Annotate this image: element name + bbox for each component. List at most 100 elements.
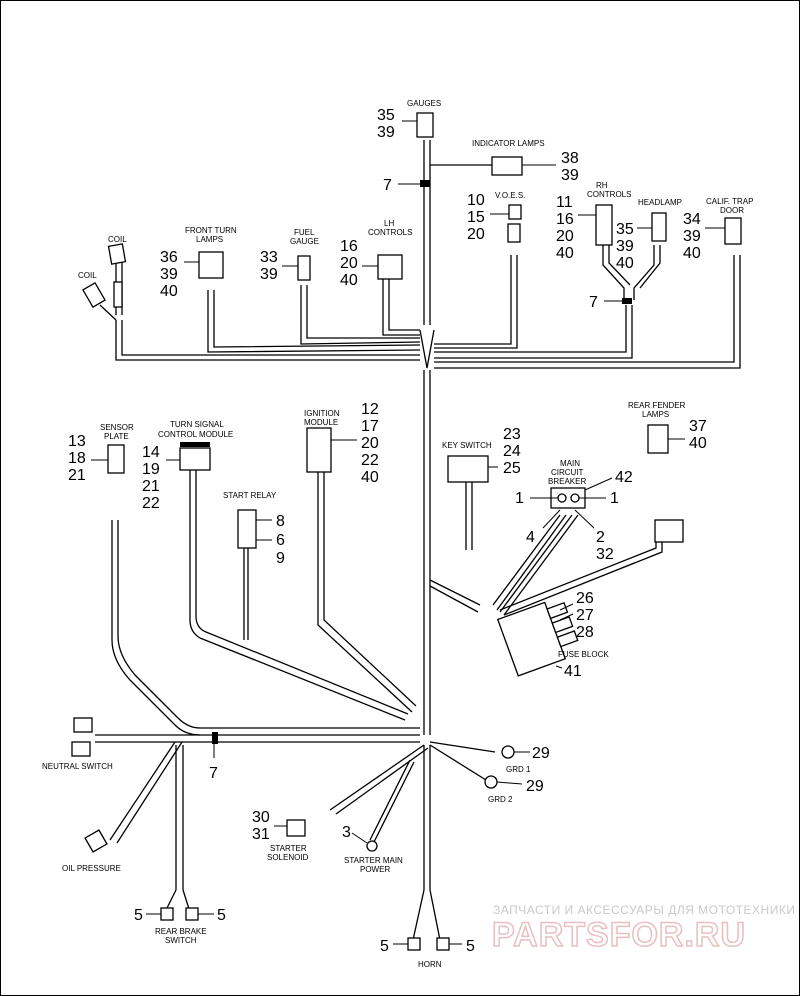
label-indicator-lamps: INDICATOR LAMPS (472, 139, 545, 148)
callout-relay-1: 8 (276, 513, 285, 530)
horn-right (436, 937, 450, 951)
label-headlamp: HEADLAMP (638, 198, 682, 207)
leader-lines (91, 120, 725, 945)
start-relay (237, 509, 257, 549)
starter-main-terminal (366, 840, 378, 852)
callout-clip-top: 7 (383, 177, 392, 194)
label-rear-fender-2: LAMPS (642, 410, 669, 419)
callout-ignition-5: 40 (361, 469, 379, 486)
label-turn-signal-1: TURN SIGNAL (170, 420, 224, 429)
callout-clip-rh: 7 (589, 294, 598, 311)
label-grd2: GRD 2 (488, 795, 513, 804)
callout-fuse-1: 26 (576, 590, 594, 607)
label-rh-controls-1: RH (596, 181, 608, 190)
callout-gauges-1: 35 (377, 107, 395, 124)
label-rh-controls-2: CONTROLS (587, 190, 631, 199)
labels: GAUGES INDICATOR LAMPS V.O.E.S. RH CONTR… (42, 99, 753, 969)
callout-front-turn-1: 36 (160, 249, 178, 266)
rear-fender-lamps-connector (647, 424, 669, 454)
callout-voes-3: 20 (467, 226, 485, 243)
label-front-turn-2: LAMPS (196, 235, 223, 244)
watermark-line1: ЗАПЧАСТИ И АКСЕССУАРЫ ДЛЯ МОТОТЕХНИКИ (493, 903, 795, 917)
callout-clip-mid: 7 (209, 765, 218, 782)
components (71, 112, 742, 951)
watermark-line2: PARTSFOR.RU (492, 916, 746, 954)
ignition-module (306, 427, 332, 473)
label-coil-top: COIL (108, 235, 127, 244)
callout-cb-4: 4 (526, 529, 535, 546)
wires (95, 140, 741, 941)
callout-voes-2: 15 (467, 209, 485, 226)
label-sensor-plate-1: SENSOR (100, 423, 134, 432)
rh-controls-connector (595, 204, 613, 246)
callout-fuse-3: 28 (576, 624, 594, 641)
label-main-cb-3: BREAKER (548, 477, 586, 486)
label-front-turn-1: FRONT TURN (185, 226, 237, 235)
callout-voes-1: 10 (467, 192, 485, 209)
neutral-switch (73, 717, 93, 733)
callout-turn-4: 22 (142, 495, 160, 512)
callout-headlamp-2: 39 (616, 238, 634, 255)
callout-ignition-3: 20 (361, 435, 379, 452)
callout-rear-fender-1: 37 (689, 418, 707, 435)
label-grd1: GRD 1 (506, 765, 531, 774)
callout-fuse-41: 41 (564, 663, 582, 680)
label-starter-main-2: POWER (360, 865, 390, 874)
fuse-block (496, 601, 579, 677)
callout-rh-1: 11 (556, 194, 573, 211)
label-start-relay: START RELAY (223, 491, 277, 500)
callout-cb-1-right: 1 (610, 490, 619, 507)
callout-calif-2: 39 (683, 228, 701, 245)
clip-rh (622, 298, 632, 304)
sensor-plate-connector (107, 444, 125, 474)
coil-connector-left (82, 281, 106, 309)
callout-lh-2: 20 (340, 255, 358, 272)
label-coil-left: COIL (78, 271, 97, 280)
label-voes: V.O.E.S. (495, 191, 525, 200)
callout-headlamp-3: 40 (616, 255, 634, 272)
callout-fuel-2: 39 (260, 266, 278, 283)
label-fuel-gauge-2: GAUGE (290, 237, 319, 246)
callout-key-1: 23 (503, 426, 521, 443)
callout-lh-1: 16 (340, 238, 358, 255)
lh-controls-connector (377, 254, 403, 280)
callout-fuel-1: 33 (260, 249, 278, 266)
label-turn-signal-2: CONTROL MODULE (158, 430, 233, 439)
callout-brake-left: 5 (134, 907, 143, 924)
callout-brake-right: 5 (217, 907, 226, 924)
watermark: ЗАПЧАСТИ И АКСЕССУАРЫ ДЛЯ МОТОТЕХНИКИ PA… (491, 903, 795, 955)
callout-key-3: 25 (503, 460, 521, 477)
headlamp-connector (651, 212, 667, 242)
callout-turn-3: 21 (142, 478, 160, 495)
label-ignition-1: IGNITION (304, 409, 340, 418)
callout-relay-2: 6 (276, 532, 285, 549)
turn-signal-module (179, 447, 211, 471)
label-calif-2: DOOR (720, 206, 744, 215)
callout-cb-32: 32 (596, 546, 614, 563)
callout-front-turn-2: 39 (160, 266, 178, 283)
front-turn-lamps-connector (198, 251, 224, 279)
label-starter-solenoid-1: STARTER (270, 844, 307, 853)
label-main-cb-1: MAIN (560, 459, 580, 468)
label-ignition-2: MODULE (304, 418, 338, 427)
callout-sensor-3: 21 (68, 467, 86, 484)
callout-solenoid-1: 30 (252, 809, 270, 826)
label-oil-pressure: OIL PRESSURE (62, 864, 121, 873)
label-fuel-gauge-1: FUEL (294, 228, 315, 237)
label-starter-main-1: STARTER MAIN (344, 856, 403, 865)
rear-brake-switch-right (185, 907, 199, 921)
callout-gauges-2: 39 (377, 124, 395, 141)
label-key-switch: KEY SWITCH (442, 441, 492, 450)
clip-mid (212, 732, 218, 744)
label-main-cb-2: CIRCUIT (551, 468, 584, 477)
callout-headlamp-1: 35 (616, 221, 634, 238)
callout-cb-42: 42 (615, 469, 633, 486)
callout-relay-3: 9 (276, 550, 285, 567)
gauges-connector (416, 112, 434, 138)
label-starter-solenoid-2: SOLENOID (267, 853, 309, 862)
main-trunk (423, 370, 431, 735)
indicator-lamps-connector (491, 156, 523, 176)
label-lh-controls-1: LH (384, 219, 394, 228)
grd1-terminal (501, 745, 515, 759)
